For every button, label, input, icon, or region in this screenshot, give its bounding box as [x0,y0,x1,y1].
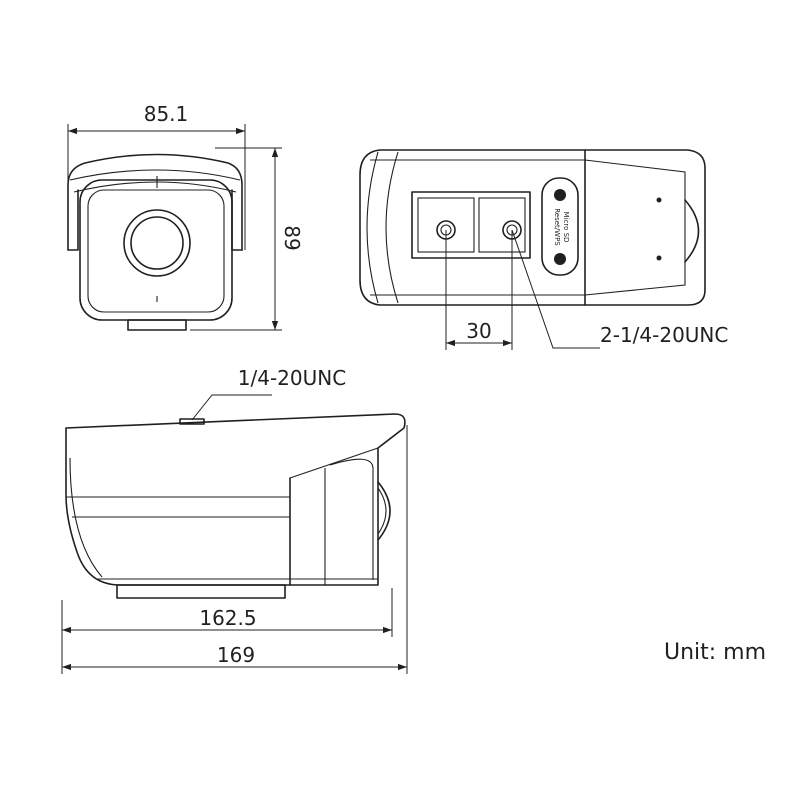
slot-button-bottom [554,253,566,265]
bottom-outline [359,149,706,306]
front-hood-band-inner [73,181,237,193]
front-width-dimension: 85.1 [67,102,246,250]
front-height-dimension: 89 [190,147,304,331]
front-view [67,153,243,331]
side-outline [65,413,406,586]
front-hood-outline [67,153,243,251]
slot-panel [541,177,579,276]
front-body-inner [87,189,225,313]
bottom-rear-panel [584,159,686,296]
bottom-thread-label: 2-1/4-20UNC [600,323,728,347]
side-length-total-label: 169 [217,643,255,667]
lens-outer [123,209,191,277]
bottom-view: Micro SD Reset/WPS [359,149,706,306]
side-length-total-dimension: 169 [62,425,408,674]
unit-label: Unit: mm [664,640,766,665]
front-hood-right-inner [231,189,243,251]
slot-button-top [554,189,566,201]
side-thread-label: 1/4-20UNC [238,366,346,390]
bottom-spacing-label: 30 [466,319,491,343]
front-height-label: 89 [280,225,304,250]
bottom-hood-curve-outer [366,151,379,304]
lens-inner [130,216,184,270]
front-hood-band [69,169,241,181]
side-hood-slope [289,447,379,479]
front-width-label: 85.1 [144,102,189,126]
side-front-bevel [329,458,374,580]
side-view [65,413,406,599]
front-hood-left-inner [67,189,79,251]
bottom-thread-leader: 2-1/4-20UNC [511,229,728,349]
side-rear-curve [69,457,103,578]
slot-label-microsd: Micro SD [562,212,570,243]
bottom-hood-curve-inner [385,151,399,304]
mount-plate [411,191,531,259]
rear-dot-bottom [656,255,662,261]
front-mount-base [127,319,187,331]
front-body [79,179,233,321]
bottom-spacing-dimension: 30 [445,230,513,350]
side-length-inner-dimension: 162.5 [61,588,393,674]
side-thread-leader: 1/4-20UNC [191,366,346,421]
side-top-screw [179,418,205,425]
mount-recess-right [478,197,526,253]
side-length-inner-label: 162.5 [199,606,256,630]
bottom-ir-window [684,199,700,263]
rear-dot-top [656,197,662,203]
side-ir-dome [377,481,391,541]
side-mount-base [116,584,286,599]
slot-label-reset: Reset/WPS [553,208,561,246]
side-ir-dome-inner [377,487,387,535]
